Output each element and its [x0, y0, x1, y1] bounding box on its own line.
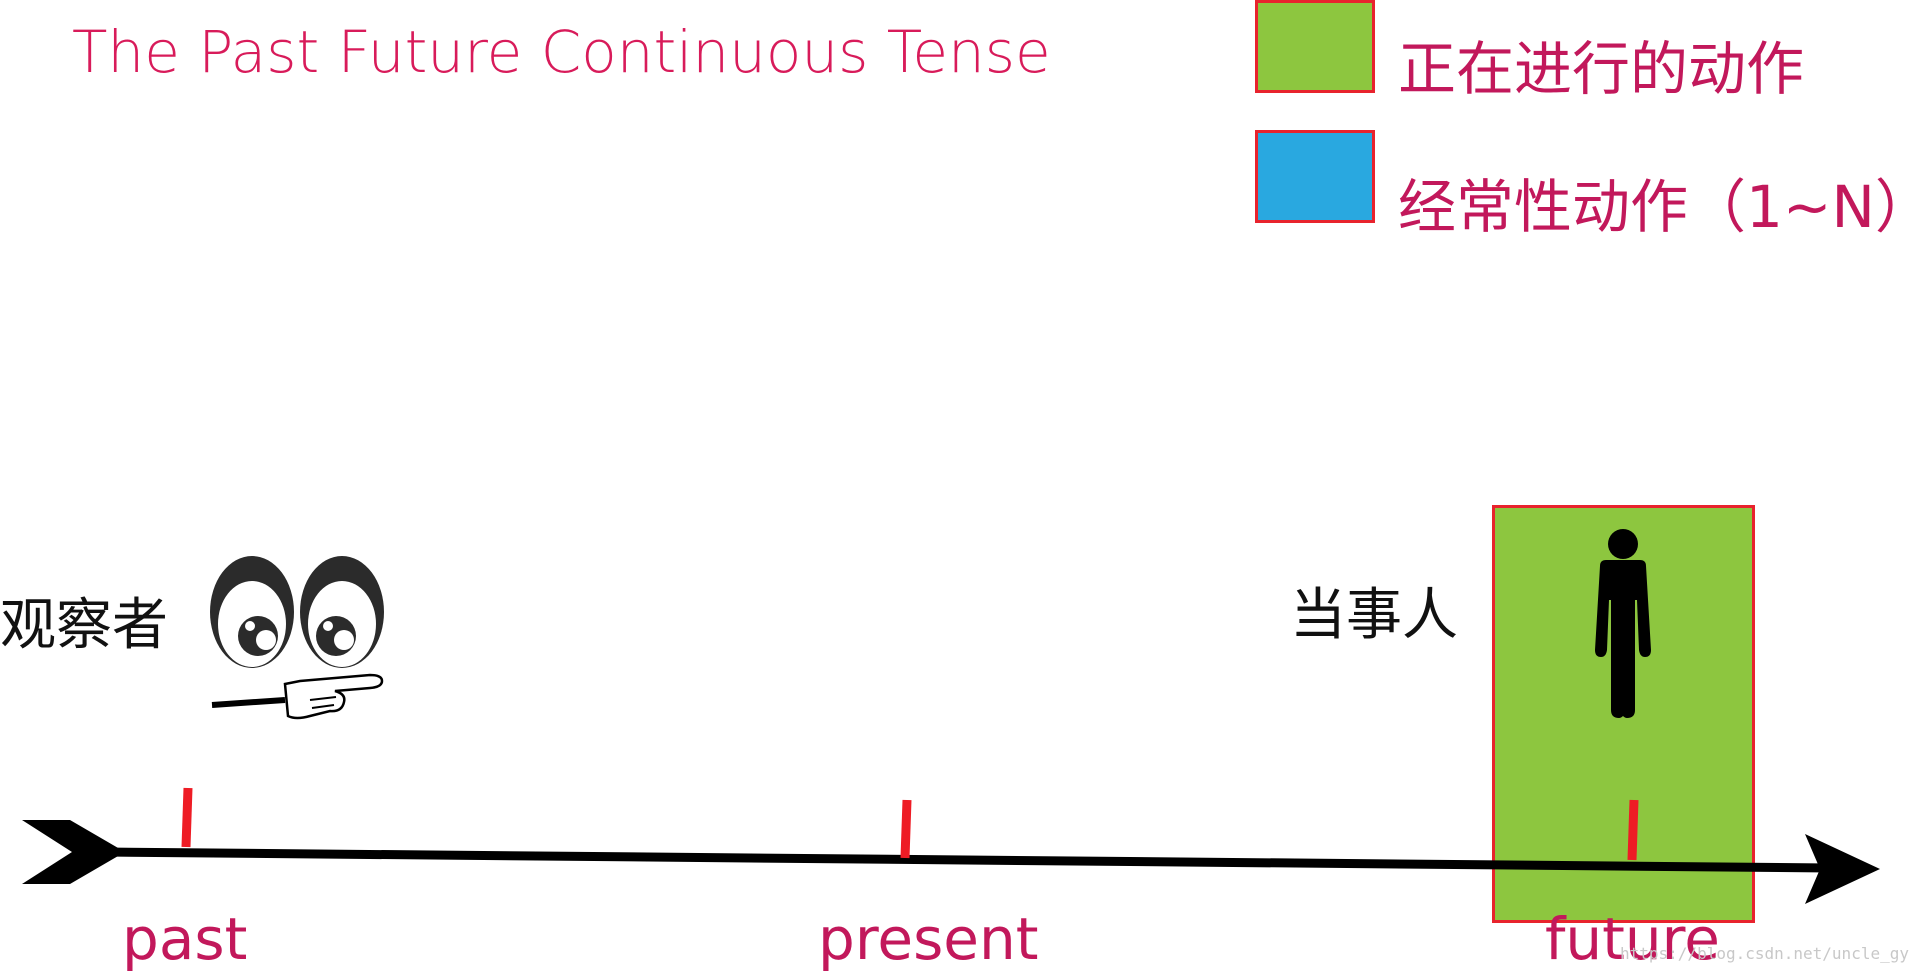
diagram-title: The Past Future Continuous Tense: [72, 18, 1051, 86]
timeline-tail-icon: [22, 820, 125, 884]
person-icon: [1595, 529, 1651, 718]
person-label: 当事人: [1290, 583, 1458, 648]
observer-label: 观察者: [0, 593, 168, 658]
tick-future: [1627, 799, 1639, 861]
legend-label-ongoing: 正在进行的动作: [1398, 35, 1805, 103]
legend-label-habitual: 经常性动作（1~N）: [1398, 173, 1923, 241]
timeline-arrowhead-icon: [1805, 834, 1880, 904]
pointing-hand-icon: [211, 673, 384, 720]
legend-swatch-habitual: [1255, 130, 1375, 223]
tick-past: [181, 787, 193, 848]
legend-swatch-ongoing: [1255, 0, 1375, 93]
tick-present: [900, 799, 912, 859]
watermark: https://blog.csdn.net/uncle_gy: [1620, 944, 1909, 963]
tick-label-future: future: [1545, 905, 1720, 973]
eyes-icon: [210, 556, 384, 668]
timeline-line: [104, 847, 1831, 873]
tick-label-present: present: [818, 905, 1039, 973]
tick-label-past: past: [122, 905, 248, 973]
